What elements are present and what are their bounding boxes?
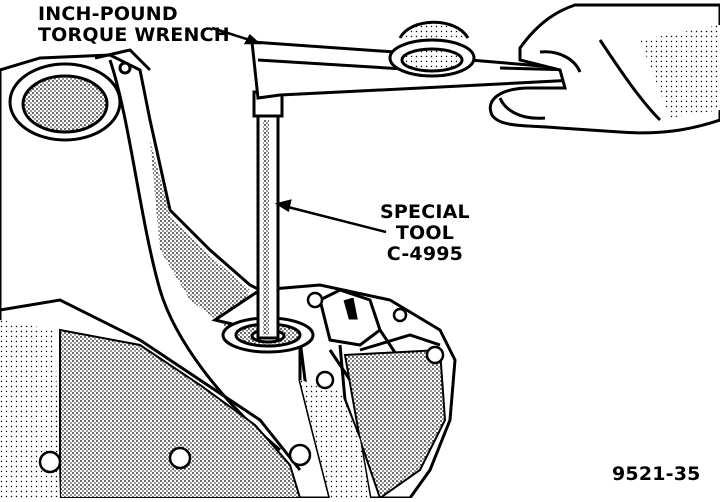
bolt-6 bbox=[306, 291, 324, 309]
hand-shading bbox=[640, 25, 720, 118]
bolt-row bbox=[38, 291, 445, 474]
case-lower-shading bbox=[300, 380, 370, 498]
special-tool-shaft bbox=[252, 90, 284, 340]
tool-leader bbox=[283, 204, 387, 234]
special-tool-label-line3: C-4995 bbox=[386, 243, 464, 265]
bolt-4 bbox=[315, 370, 335, 390]
bell-opening bbox=[8, 48, 152, 142]
bolt-3 bbox=[288, 443, 312, 467]
bolt-5 bbox=[425, 345, 445, 365]
wrench-arrowhead bbox=[243, 34, 262, 45]
bolt-7 bbox=[392, 307, 408, 323]
torque-wrench-label-line1: INCH-POUND bbox=[38, 3, 178, 25]
bolt-1 bbox=[38, 450, 62, 474]
special-tool-label-line1: SPECIAL bbox=[380, 201, 470, 223]
tool-arrowhead bbox=[274, 199, 292, 212]
figure-number: 9521-35 bbox=[612, 463, 701, 485]
special-tool-label: SPECIAL TOOL C-4995 bbox=[380, 202, 470, 265]
torque-wrench-label-line2: TORQUE WRENCH bbox=[38, 24, 230, 46]
torque-wrench-label: INCH-POUND TORQUE WRENCH bbox=[38, 4, 230, 46]
special-tool-label-line2: TOOL bbox=[395, 222, 454, 244]
leader-lines bbox=[211, 26, 387, 234]
bolt-2 bbox=[168, 446, 192, 470]
housing-shading bbox=[150, 140, 250, 330]
